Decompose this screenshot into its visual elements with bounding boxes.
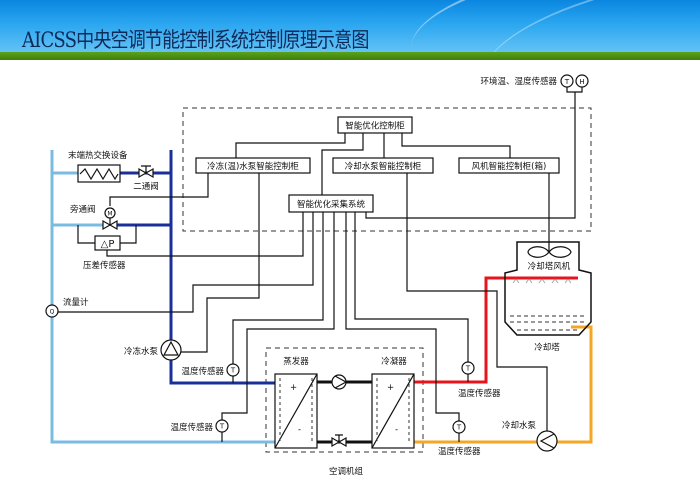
cooling-pump-cabinet [332, 157, 434, 174]
env-temp-sensor-icon [560, 74, 574, 88]
condenser-cool-pipe [414, 325, 593, 444]
dp-sensor-icon [94, 235, 121, 251]
terminal-label: 末端热交换设备 [68, 150, 128, 161]
acquisition-system-label: 智能优化采集系统 [297, 199, 366, 210]
evaporator-icon [274, 373, 318, 449]
control-enclosure [182, 107, 592, 232]
env-humidity-symbol: H [579, 78, 584, 86]
chilled-pump-icon [160, 339, 182, 361]
condenser-out-temp-symbol: T [465, 365, 471, 373]
chilled-pump-cabinet [195, 157, 311, 174]
fan-cabinet-label: 风机智能控制柜(箱) [472, 161, 547, 172]
motor-symbol: M [107, 211, 112, 218]
cooling-pump-cabinet-label: 冷却水泵智能控制柜 [345, 161, 422, 172]
expansion-valve-icon [331, 434, 347, 448]
condenser-icon [371, 373, 415, 449]
supply-temp-sensor-label: 温度传感器 [181, 366, 224, 377]
cooling-pump-label: 冷却水泵 [502, 420, 537, 431]
two-way-valve-label: 二通阀 [133, 181, 159, 192]
page-title: AICSS中央空调节能控制系统控制原理示意图 [22, 28, 369, 52]
condenser-plus: + [387, 383, 394, 393]
flow-meter-label: 流量计 [63, 297, 89, 308]
condenser-minus: - [395, 425, 398, 435]
chilled-pump-cabinet-label: 冷冻(温)水泵智能控制柜 [207, 161, 299, 172]
chilled-pump-label: 冷冻水泵 [124, 346, 159, 357]
evaporator-label: 蒸发器 [283, 356, 309, 367]
condenser-out-temp-sensor-label: 温度传感器 [458, 388, 501, 399]
return-temp-symbol: T [219, 423, 225, 431]
condenser-in-temp-symbol: T [456, 424, 462, 432]
refrigerant-pipes [317, 380, 372, 444]
evaporator-minus: - [298, 425, 301, 435]
acquisition-system [288, 194, 374, 213]
condenser-label: 冷凝器 [381, 356, 407, 367]
bypass-valve-label: 旁通阀 [70, 204, 96, 215]
bypass-valve-icon: M [102, 207, 118, 231]
flow-meter-icon [45, 304, 59, 318]
condenser-in-temp-sensor-label: 温度传感器 [438, 446, 481, 457]
tower-fan-label: 冷却塔风机 [528, 261, 571, 272]
cooling-tower-label: 冷却塔 [534, 342, 560, 353]
master-cabinet-label: 智能优化控制柜 [345, 121, 405, 132]
condenser-hot-pipe [414, 276, 578, 384]
heat-exchanger-coil [79, 167, 119, 181]
compressor-icon [331, 374, 348, 390]
heat-exchanger-icon [77, 164, 121, 183]
return-temp-sensor-label: 温度传感器 [170, 422, 213, 433]
supply-temp-symbol: T [230, 367, 236, 375]
env-temp-symbol: T [564, 78, 570, 86]
fan-cabinet [458, 157, 560, 174]
tower-fan-icon [527, 246, 572, 258]
env-humidity-sensor-icon [575, 74, 589, 88]
two-way-valve-icon [138, 165, 154, 179]
header-banner [0, 0, 700, 127]
signal-wires [58, 87, 583, 431]
chiller-unit-label: 空调机组 [329, 466, 364, 477]
dp-sensor-label: 压差传感器 [83, 260, 126, 271]
flow-meter-symbol: Q [50, 309, 55, 316]
chiller-enclosure [265, 347, 424, 453]
env-sensor-label: 环境温、湿度传感器 [480, 76, 557, 87]
cooling-tower-icon [504, 241, 592, 336]
master-cabinet [337, 116, 413, 134]
dp-symbol: △P [101, 239, 115, 250]
header-green-bar [0, 52, 700, 60]
evaporator-plus: + [290, 383, 297, 393]
chilled-return-pipe [50, 150, 278, 444]
cooling-pump-icon [536, 430, 558, 452]
